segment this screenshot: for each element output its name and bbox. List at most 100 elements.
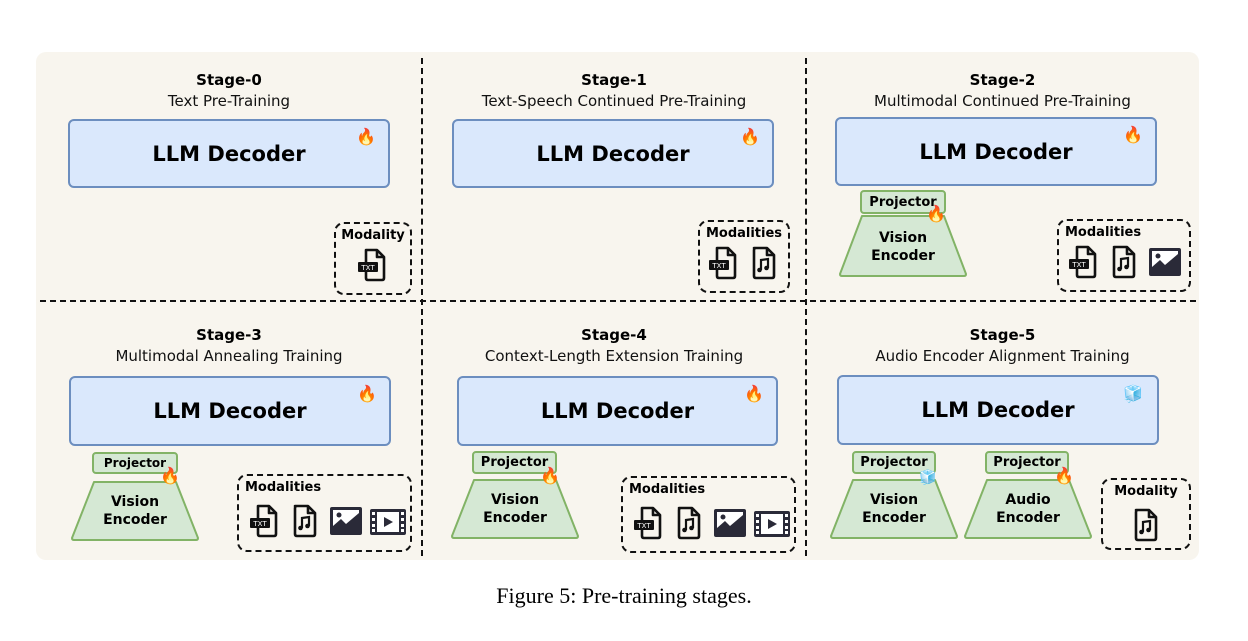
llm-decoder-block: LLM Decoder 🧊 — [837, 375, 1159, 445]
projector-label: Projector — [869, 194, 937, 210]
figure-caption: Figure 5: Pre-training stages. — [496, 583, 752, 608]
encoder-label-line2: Encoder — [483, 510, 547, 526]
modality-icons: TXT — [336, 248, 410, 282]
encoder-label-line1: Vision — [110, 494, 160, 510]
projector-label: Projector — [103, 456, 167, 470]
encoder-trapezoid — [839, 215, 967, 277]
encoder-label-line1: Vision — [878, 230, 928, 246]
stage-5: Stage-5 Audio Encoder Alignment Training… — [806, 302, 1199, 552]
text-file-icon: TXT — [357, 248, 389, 282]
vision-projector: Projector — [92, 452, 178, 474]
modality-icons: TXT — [239, 504, 410, 538]
stage-subtitle: Context-Length Extension Training — [484, 347, 744, 365]
stage-subtitle: Text-Speech Continued Pre-Training — [481, 92, 747, 110]
text-file-icon: TXT — [1068, 245, 1100, 279]
divider-horizontal — [40, 300, 1196, 302]
audio-encoder: Audio Encoder — [963, 478, 1093, 540]
encoder-label-line1: Audio — [1005, 492, 1051, 508]
stage-title: Stage-5 — [969, 326, 1036, 344]
video-icon — [369, 504, 406, 538]
fire-icon: 🔥 — [356, 127, 376, 146]
stage-title: Stage-0 — [196, 71, 262, 89]
stage-subtitle: Audio Encoder Alignment Training — [875, 347, 1130, 365]
stage-title: Stage-1 — [581, 71, 647, 89]
projector-label: Projector — [993, 455, 1061, 470]
audio-file-icon — [289, 504, 321, 538]
modality-label: Modalities — [1065, 225, 1142, 240]
stage-1: Stage-1 Text-Speech Continued Pre-Traini… — [422, 52, 806, 302]
stage-subtitle: Text Pre-Training — [167, 92, 291, 110]
modality-label: Modality — [1114, 484, 1178, 499]
audio-file-icon — [748, 246, 780, 280]
vision-projector: Projector — [472, 451, 557, 474]
vision-encoder: Vision Encoder — [450, 478, 580, 540]
modality-box: Modalities TXT — [621, 476, 796, 553]
ice-cube-icon: 🧊 — [1123, 384, 1143, 403]
divider-vertical-1 — [421, 58, 423, 556]
svg-text:TXT: TXT — [636, 522, 651, 530]
fire-icon: 🔥 — [357, 384, 377, 403]
llm-decoder-block: LLM Decoder 🔥 — [452, 119, 774, 188]
encoder-label-line2: Encoder — [103, 512, 167, 528]
llm-decoder-block: LLM Decoder 🔥 — [68, 119, 390, 188]
modality-box: Modalities TXT — [1057, 219, 1191, 292]
audio-file-icon — [673, 506, 705, 540]
modality-icons: TXT — [1059, 245, 1189, 279]
modality-box: Modalities TXT — [698, 220, 790, 293]
encoder-label-line2: Encoder — [862, 510, 926, 526]
modality-box: Modality — [1101, 478, 1191, 550]
modality-icons — [1103, 508, 1189, 542]
modality-box: Modalities TXT — [237, 474, 412, 552]
encoder-label-line1: Vision — [869, 492, 919, 508]
video-icon — [753, 506, 790, 540]
projector-label: Projector — [860, 455, 928, 470]
vision-encoder: Vision Encoder — [70, 480, 200, 542]
encoder-label-line1: Vision — [490, 492, 540, 508]
stage-title: Stage-2 — [969, 71, 1036, 89]
stage-title: Stage-3 — [196, 326, 262, 344]
stage-0: Stage-0 Text Pre-Training LLM Decoder 🔥 … — [36, 52, 422, 302]
stage-3: Stage-3 Multimodal Annealing Training LL… — [36, 302, 422, 552]
divider-vertical-2 — [805, 58, 807, 556]
encoder-trapezoid — [964, 479, 1092, 539]
modality-label: Modality — [341, 228, 405, 243]
llm-decoder-label: LLM Decoder — [536, 141, 690, 166]
audio-projector: Projector — [985, 451, 1069, 474]
modality-icons: TXT — [700, 246, 788, 280]
vision-encoder: Vision Encoder — [829, 478, 959, 540]
modality-label: Modalities — [629, 482, 706, 497]
encoder-trapezoid — [451, 479, 579, 539]
svg-text:TXT: TXT — [1071, 261, 1086, 269]
text-file-icon: TXT — [249, 504, 281, 538]
svg-text:TXT: TXT — [711, 262, 726, 270]
stage-title: Stage-4 — [581, 326, 647, 344]
stage-subtitle: Multimodal Continued Pre-Training — [874, 92, 1131, 110]
llm-decoder-label: LLM Decoder — [540, 399, 695, 423]
encoder-label-line2: Encoder — [996, 510, 1060, 526]
fire-icon: 🔥 — [1054, 466, 1074, 485]
modality-label: Modalities — [245, 480, 322, 495]
fire-icon: 🔥 — [540, 466, 560, 485]
audio-file-icon — [1108, 245, 1140, 279]
vision-projector: Projector — [852, 451, 936, 474]
stage-subtitle: Multimodal Annealing Training — [115, 347, 343, 365]
llm-decoder-label: LLM Decoder — [921, 398, 1075, 422]
llm-decoder-block: LLM Decoder 🔥 — [69, 376, 391, 446]
stage-4: Stage-4 Context-Length Extension Trainin… — [422, 302, 806, 553]
image-icon — [713, 506, 746, 540]
vision-projector: Projector — [860, 190, 946, 214]
image-icon — [1148, 245, 1181, 279]
fire-icon: 🔥 — [740, 127, 760, 146]
projector-label: Projector — [480, 455, 549, 470]
audio-file-icon — [1130, 508, 1162, 542]
modality-box: Modality TXT — [334, 222, 412, 295]
encoder-label-line2: Encoder — [871, 248, 935, 264]
text-file-icon: TXT — [633, 506, 665, 540]
vision-encoder: Vision Encoder — [838, 214, 968, 278]
svg-text:TXT: TXT — [360, 264, 375, 272]
text-file-icon: TXT — [708, 246, 740, 280]
modality-icons: TXT — [623, 506, 794, 540]
llm-decoder-block: LLM Decoder 🔥 — [835, 117, 1157, 186]
llm-decoder-label: LLM Decoder — [153, 399, 307, 423]
fire-icon: 🔥 — [926, 204, 946, 223]
